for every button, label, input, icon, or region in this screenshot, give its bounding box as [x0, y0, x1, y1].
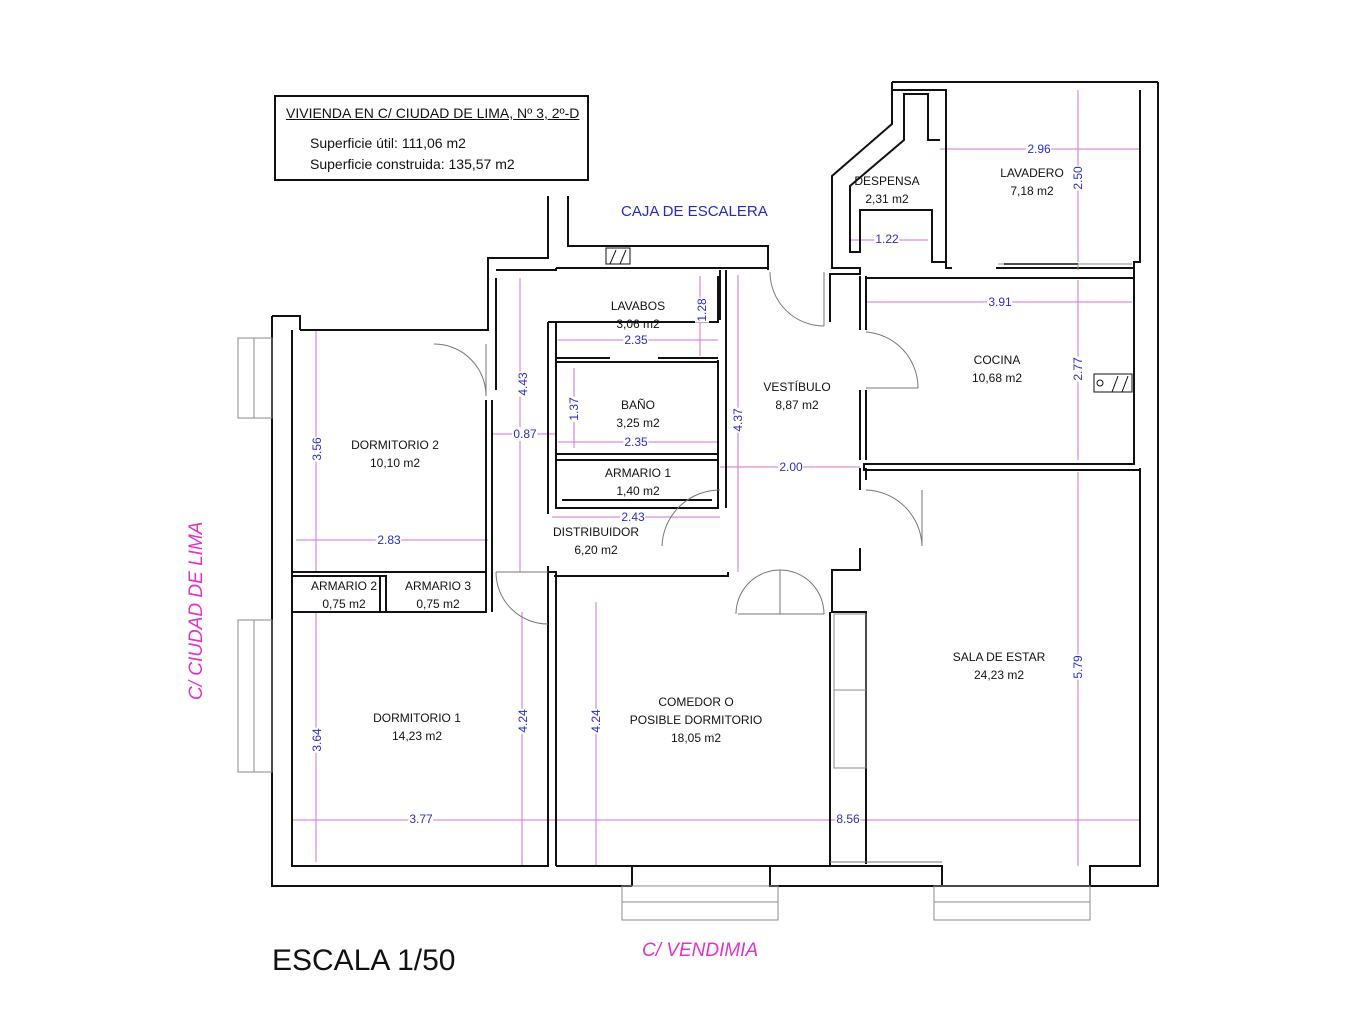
room-name: ARMARIO 3 [404, 579, 472, 593]
shaft-icons [605, 247, 1133, 393]
address-title: VIVIENDA EN C/ CIUDAD DE LIMA, Nº 3, 2º-… [286, 105, 580, 121]
room-name: BAÑO [620, 398, 656, 412]
room-bano: BAÑO 3,25 m2 [616, 396, 659, 432]
dimension-label: 4.37 [731, 407, 745, 433]
dimension-label: 3.77 [408, 812, 434, 826]
room-armario3: ARMARIO 3 0,75 m2 [405, 577, 471, 613]
dimension-label: 2.00 [778, 460, 804, 474]
street-left-label: C/ CIUDAD DE LIMA [186, 521, 207, 700]
room-area: 8,87 m2 [775, 398, 819, 412]
stairwell-label: CAJA DE ESCALERA [621, 203, 768, 220]
dimension-label: 4.43 [516, 371, 530, 397]
room-name: ARMARIO 1 [604, 466, 672, 480]
room-area: 3,06 m2 [616, 317, 660, 331]
doors [433, 271, 942, 863]
room-name: LAVADERO [1000, 166, 1064, 180]
room-name: LAVABOS [610, 299, 666, 313]
room-area: 2,31 m2 [865, 192, 909, 206]
dimension-label: 1.22 [874, 232, 900, 246]
dimension-label: 0.87 [512, 427, 538, 441]
dimension-label: 1.37 [567, 396, 581, 422]
room-name: SALA DE ESTAR [952, 650, 1046, 664]
room-name: DORMITORIO 2 [351, 438, 439, 452]
dimension-label: 4.24 [589, 708, 603, 734]
dimension-label: 2.77 [1071, 356, 1085, 382]
dimension-label: 5.79 [1071, 654, 1085, 680]
windows [237, 263, 1132, 921]
dimension-label: 2.35 [623, 333, 649, 347]
room-comedor: COMEDOR O POSIBLE DORMITORIO 18,05 m2 [630, 693, 762, 747]
room-despensa: DESPENSA 2,31 m2 [854, 172, 919, 208]
dimension-label: 2.43 [620, 510, 646, 524]
room-armario2: ARMARIO 2 0,75 m2 [311, 577, 377, 613]
dimension-label: 3.64 [310, 727, 324, 753]
room-name: COCINA [973, 353, 1021, 367]
dimension-label: 3.56 [310, 436, 324, 462]
room-name: ARMARIO 2 [310, 579, 378, 593]
room-name-line2: POSIBLE DORMITORIO [629, 713, 763, 727]
street-bottom-label: C/ VENDIMIA [642, 940, 759, 961]
useful-area: Superficie útil: 111,06 m2 [310, 135, 466, 151]
room-sala-de-estar: SALA DE ESTAR 24,23 m2 [953, 648, 1045, 684]
room-name: DISTRIBUIDOR [552, 525, 640, 539]
room-area: 1,40 m2 [616, 484, 660, 498]
room-area: 10,68 m2 [971, 371, 1023, 385]
room-lavabos: LAVABOS 3,06 m2 [611, 297, 665, 333]
room-distribuidor: DISTRIBUIDOR 6,20 m2 [553, 523, 639, 559]
room-area: 3,25 m2 [616, 416, 660, 430]
dimension-label: 4.24 [516, 708, 530, 734]
room-area: 0,75 m2 [416, 597, 460, 611]
room-dormitorio-2: DORMITORIO 2 10,10 m2 [351, 436, 439, 472]
room-name: COMEDOR O [658, 695, 734, 709]
room-area: 24,23 m2 [973, 668, 1025, 682]
dimension-label: 8.56 [835, 812, 861, 826]
scale-label: ESCALA 1/50 [272, 944, 456, 977]
room-armario1: ARMARIO 1 1,40 m2 [605, 464, 671, 500]
room-area: 14,23 m2 [391, 729, 443, 743]
dimension-label: 2.50 [1071, 165, 1085, 191]
dimension-label: 1.28 [695, 297, 709, 323]
title-block: VIVIENDA EN C/ CIUDAD DE LIMA, Nº 3, 2º-… [274, 95, 589, 181]
room-vestibulo: VESTÍBULO 8,87 m2 [763, 378, 830, 414]
room-name: DORMITORIO 1 [373, 711, 461, 725]
room-area: 18,05 m2 [670, 731, 722, 745]
dimension-label: 2.83 [376, 533, 402, 547]
dimension-label: 3.91 [987, 295, 1013, 309]
dimension-label: 2.96 [1026, 142, 1052, 156]
built-area: Superficie construida: 135,57 m2 [310, 156, 515, 172]
room-area: 10,10 m2 [369, 456, 421, 470]
room-dormitorio-1: DORMITORIO 1 14,23 m2 [373, 709, 461, 745]
room-cocina: COCINA 10,68 m2 [972, 351, 1022, 387]
dimension-label: 2.35 [623, 435, 649, 449]
room-area: 6,20 m2 [574, 543, 618, 557]
room-area: 7,18 m2 [1010, 184, 1054, 198]
room-name: DESPENSA [854, 174, 920, 188]
room-name: VESTÍBULO [763, 380, 831, 394]
room-lavadero: LAVADERO 7,18 m2 [1000, 164, 1064, 200]
room-area: 0,75 m2 [322, 597, 366, 611]
